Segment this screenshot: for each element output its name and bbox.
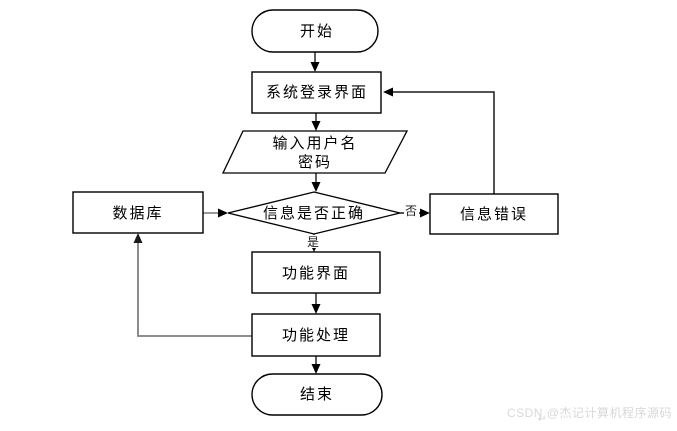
node-func-ui-label: 功能界面 <box>282 265 350 282</box>
edge-database-to-check <box>203 208 228 218</box>
node-input-line2: 密码 <box>298 154 332 171</box>
no-label: 否 <box>405 204 417 218</box>
node-error-label: 信息错误 <box>460 206 528 223</box>
edge-login-to-input <box>311 113 321 131</box>
yes-label: 是 <box>307 235 319 249</box>
csdn-watermark: CSDN @杰记计算机程序源码 <box>506 406 672 420</box>
edge-funcproc-to-end <box>311 356 321 374</box>
arrowhead-right-icon <box>218 208 228 218</box>
node-func-proc: 功能处理 <box>251 313 381 357</box>
node-input: 输入用户名 密码 <box>221 130 409 174</box>
arrowhead-down-icon <box>310 62 320 72</box>
node-input-line1: 输入用户名 <box>272 135 357 152</box>
arrowhead-down-icon <box>311 304 321 314</box>
node-error: 信息错误 <box>429 193 559 235</box>
arrowhead-down-icon <box>311 364 321 374</box>
node-start-label: 开始 <box>300 23 334 40</box>
edge-label-yes: 是 <box>306 235 321 249</box>
node-database: 数据库 <box>72 191 204 234</box>
node-check: 信息是否正确 <box>227 191 401 235</box>
edge-start-to-login <box>310 52 320 72</box>
arrowhead-down-icon <box>311 182 321 192</box>
edge-funcproc-to-database <box>133 233 252 337</box>
node-login-label: 系统登录界面 <box>266 84 368 101</box>
node-login: 系统登录界面 <box>251 71 382 114</box>
node-database-label: 数据库 <box>112 205 163 222</box>
node-check-label: 信息是否正确 <box>263 205 365 222</box>
edge-funcui-to-funcproc <box>311 293 321 314</box>
node-end-label: 结束 <box>300 386 334 403</box>
edge-input-to-check <box>311 173 321 192</box>
node-func-proc-label: 功能处理 <box>282 327 350 344</box>
edge-label-no: 否 <box>404 204 419 218</box>
edge-error-to-login <box>383 87 495 194</box>
arrowhead-left-icon <box>383 87 393 97</box>
arrowhead-up-icon <box>133 233 143 243</box>
node-func-ui: 功能界面 <box>251 251 381 294</box>
node-start: 开始 <box>251 9 379 53</box>
node-end: 结束 <box>251 373 383 416</box>
return-symbol: ↵ <box>538 414 547 425</box>
arrowhead-right-icon <box>420 208 430 218</box>
arrowhead-down-icon <box>311 121 321 131</box>
